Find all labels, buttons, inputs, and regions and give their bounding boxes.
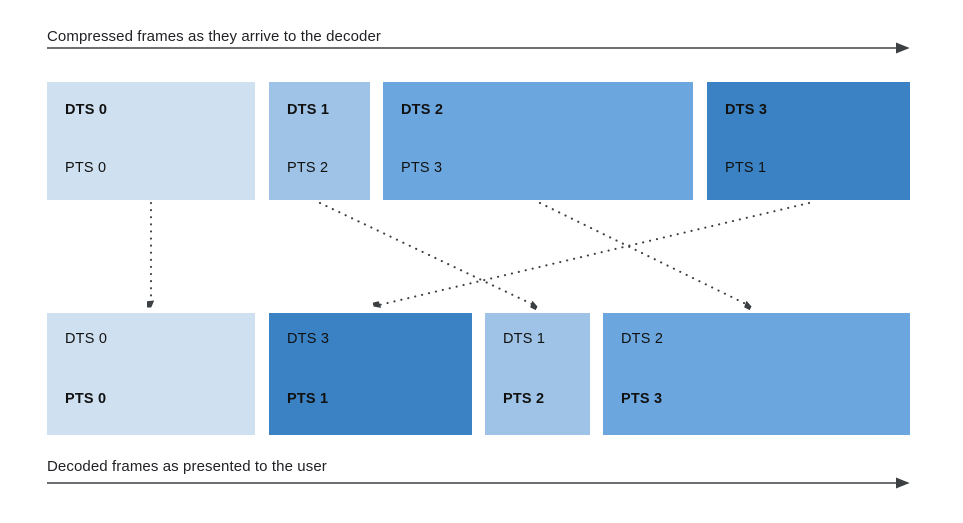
decoded-frame-3: DTS 2 PTS 3 [603, 313, 910, 435]
compressed-frame-3: DTS 3 PTS 1 [707, 82, 910, 200]
decoded-frame-1-dts-label: DTS 3 [287, 331, 330, 347]
compressed-frame-0: DTS 0 PTS 0 [47, 82, 255, 200]
bottom-timeline-label: Decoded frames as presented to the user [47, 458, 327, 475]
decoded-frame-0: DTS 0 PTS 0 [47, 313, 255, 435]
compressed-frame-0-pts-label: PTS 0 [65, 160, 107, 176]
compressed-frame-0-dts-label: DTS 0 [65, 102, 108, 118]
compressed-frame-1-pts-label: PTS 2 [287, 160, 329, 176]
decoded-frame-2-dts-label: DTS 1 [503, 331, 546, 347]
reorder-arrow-frame-3-to-pts-1 [375, 201, 811, 306]
decoded-frame-0-dts-label: DTS 0 [65, 331, 108, 347]
decoded-frame-2-pts-label: PTS 2 [503, 391, 545, 407]
compressed-frame-3-dts-label: DTS 3 [725, 102, 768, 118]
decoded-frame-1: DTS 3 PTS 1 [269, 313, 472, 435]
compressed-frame-2: DTS 2 PTS 3 [383, 82, 693, 200]
reorder-arrow-frame-2-to-pts-3 [538, 201, 750, 306]
compressed-frame-2-pts-label: PTS 3 [401, 160, 443, 176]
top-timeline-label: Compressed frames as they arrive to the … [47, 28, 382, 45]
compressed-frame-1-dts-label: DTS 1 [287, 102, 330, 118]
compressed-frame-2-dts-label: DTS 2 [401, 102, 444, 118]
decoded-frame-0-pts-label: PTS 0 [65, 391, 107, 407]
decoded-frame-1-pts-label: PTS 1 [287, 391, 329, 407]
decoded-frame-3-dts-label: DTS 2 [621, 331, 664, 347]
reorder-arrow-frame-1-to-pts-2 [318, 201, 536, 306]
decoded-frame-3-pts-label: PTS 3 [621, 391, 663, 407]
decoded-frame-2: DTS 1 PTS 2 [485, 313, 590, 435]
frame-reorder-arrows [151, 201, 811, 306]
compressed-frame-3-pts-label: PTS 1 [725, 160, 767, 176]
compressed-frame-1: DTS 1 PTS 2 [269, 82, 370, 200]
